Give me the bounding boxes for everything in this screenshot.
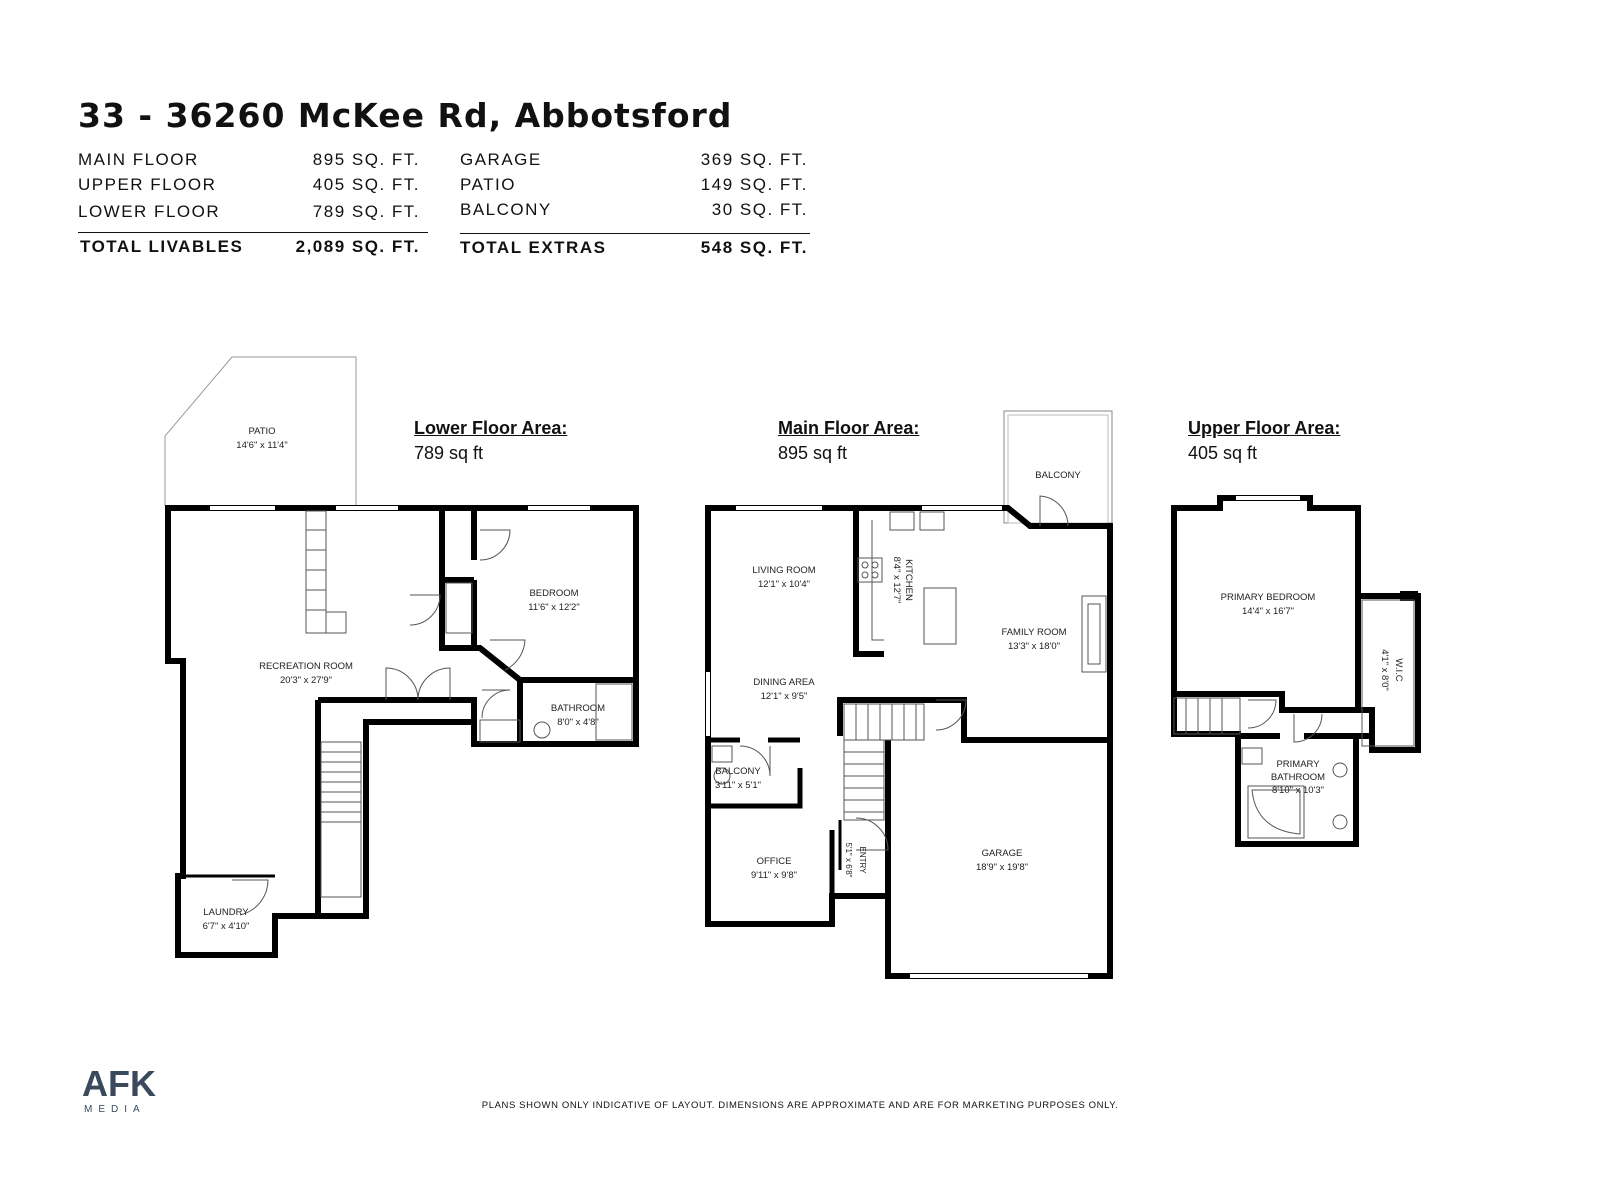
upper-floor-heading: Upper Floor Area: — [1188, 418, 1341, 438]
family-room-name: FAMILY ROOM — [1001, 627, 1066, 638]
kitchen-dims: 8'4" x 12'7" — [891, 557, 902, 604]
laundry-name: LAUNDRY — [203, 907, 249, 918]
living-room-name: LIVING ROOM — [752, 565, 815, 576]
main-stairs — [843, 703, 925, 821]
livables-divider — [78, 232, 428, 233]
area-value: 405 SQ. FT. — [312, 175, 420, 194]
area-label: PATIO — [460, 175, 516, 194]
patio-outline — [164, 356, 357, 506]
area-label: GARAGE — [460, 150, 542, 169]
garage-dims: 18'9" x 19'8" — [976, 862, 1028, 873]
dining-area-name: DINING AREA — [753, 677, 815, 688]
entry-name: ENTRY — [858, 847, 867, 875]
living-room-dims: 12'1" x 10'4" — [758, 579, 810, 590]
total-label: TOTAL LIVABLES — [80, 237, 244, 256]
lower-outer-walls — [165, 505, 639, 958]
family-room-dims: 13'3" x 18'0" — [1008, 641, 1060, 652]
garage-name: GARAGE — [982, 848, 1023, 859]
recreation-room-name: RECREATION ROOM — [259, 661, 353, 672]
primary-bedroom-dims: 14'4" x 16'7" — [1242, 606, 1294, 617]
interior-wall — [853, 508, 884, 657]
area-label: MAIN FLOOR — [78, 150, 199, 169]
lower-stairs — [305, 510, 362, 898]
area-value: 149 SQ. FT. — [700, 175, 808, 194]
upper-fixtures — [1173, 599, 1415, 839]
small-balcony-name: BALCONY — [715, 766, 761, 777]
lower-floor-plan: PATIO 14'6" x 11'4" RECREATION ROOM 20'3… — [164, 356, 639, 958]
primary-bedroom-name: PRIMARY BEDROOM — [1221, 592, 1316, 603]
property-address-title: 33 - 36260 McKee Rd, Abbotsford — [78, 96, 733, 135]
area-label: BALCONY — [460, 200, 552, 219]
interior-wall — [1174, 691, 1375, 736]
lower-floor-heading: Lower Floor Area: — [414, 418, 568, 438]
total-value: 2,089 SQ. FT. — [295, 237, 420, 256]
bedroom-dims: 11'6" x 12'2" — [528, 602, 579, 613]
logo-subtext: MEDIA — [84, 1104, 146, 1114]
primary-bath-name-line1: PRIMARY — [1276, 759, 1320, 770]
primary-bath-name-line2: BATHROOM — [1271, 772, 1325, 783]
lower-floor-area: 789 sq ft — [414, 443, 484, 463]
extras-divider — [460, 233, 810, 234]
patio-dims: 14'6" x 11'4" — [236, 440, 287, 451]
upper-floor-area: 405 sq ft — [1188, 443, 1258, 463]
total-value: 548 SQ. FT. — [700, 238, 808, 257]
total-label: TOTAL EXTRAS — [460, 238, 607, 257]
interior-wall — [318, 697, 477, 722]
lower-doors — [232, 529, 633, 916]
main-floor-heading: Main Floor Area: — [778, 418, 920, 438]
office-dims: 9'11" x 9'8" — [751, 870, 797, 881]
upper-floor-plan: PRIMARY BEDROOM 14'4" x 16'7" W.I.C 4'1"… — [1171, 495, 1421, 847]
disclaimer: PLANS SHOWN ONLY INDICATIVE OF LAYOUT. D… — [481, 1100, 1119, 1111]
dining-area-dims: 12'1" x 9'5" — [761, 691, 808, 702]
kitchen-fixtures — [711, 495, 1107, 851]
kitchen-name: KITCHEN — [903, 559, 914, 601]
recreation-room-dims: 20'3" x 27'9" — [280, 675, 332, 686]
afk-media-logo: AFK MEDIA — [82, 1066, 156, 1114]
patio-name: PATIO — [248, 426, 275, 437]
balcony-inner — [1007, 414, 1109, 524]
laundry-dims: 6'7" x 4'10" — [203, 921, 250, 932]
area-label: LOWER FLOOR — [78, 202, 221, 221]
bedroom-name: BEDROOM — [529, 588, 578, 599]
area-value: 895 SQ. FT. — [312, 150, 420, 169]
area-value: 369 SQ. FT. — [700, 150, 808, 169]
wic-dims: 4'1" x 8'0" — [1379, 649, 1390, 691]
primary-bath-dims: 8'10" x 10'3" — [1272, 785, 1324, 796]
small-balcony-dims: 3'11" x 5'1" — [715, 780, 761, 791]
logo-mark: AFK — [82, 1066, 156, 1104]
bathroom-name: BATHROOM — [551, 703, 605, 714]
interior-wall — [708, 768, 803, 809]
bathroom-dims: 8'0" x 4'8" — [557, 717, 599, 728]
main-floor-plan: LIVING ROOM 12'1" x 10'4" DINING AREA 12… — [705, 410, 1113, 979]
area-value: 30 SQ. FT. — [711, 200, 808, 219]
office-name: OFFICE — [757, 856, 792, 867]
main-floor-area: 895 sq ft — [778, 443, 848, 463]
area-label: UPPER FLOOR — [78, 175, 217, 194]
balcony-outline — [1003, 410, 1113, 524]
interior-wall — [439, 508, 636, 683]
area-value: 789 SQ. FT. — [312, 202, 420, 221]
wic-name: W.I.C — [1393, 658, 1404, 681]
balcony-name: BALCONY — [1035, 470, 1081, 481]
entry-dims: 5'1" x 6'8" — [844, 843, 853, 878]
